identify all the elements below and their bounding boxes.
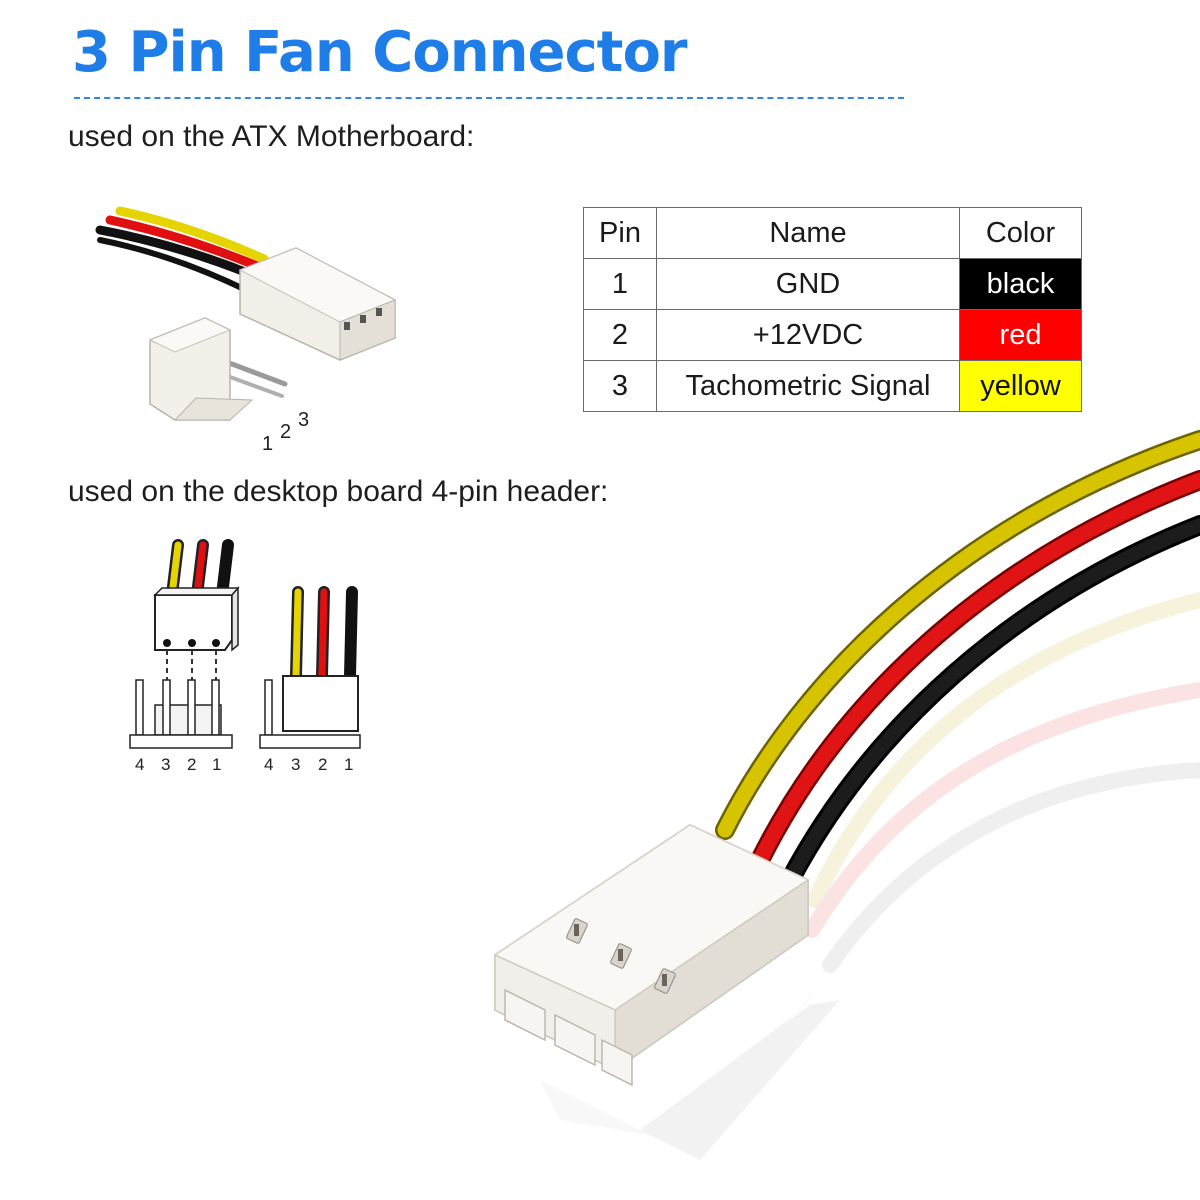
desktop-subheading: used on the desktop board 4-pin header: (68, 475, 609, 508)
atx-male-header (148, 317, 288, 421)
pinout-table: Pin Name Color 1 GND black 2 +12VDC red … (583, 207, 1082, 412)
header-name: Name (656, 207, 960, 259)
color-swatch-yellow: yellow (959, 360, 1082, 412)
header-left-label-1: 1 (212, 755, 221, 774)
pin-name-cell: Tachometric Signal (656, 360, 960, 412)
page-title: 3 Pin Fan Connector (72, 20, 688, 85)
atx-female-plug (238, 247, 397, 361)
connector-openings (504, 988, 633, 1087)
pin-number-cell: 3 (583, 360, 657, 412)
header-right-label-1: 1 (344, 755, 353, 774)
main-wires (715, 430, 1200, 890)
header-left-label-4: 4 (135, 755, 144, 774)
diagram-wires-right (290, 586, 358, 682)
header-right-label-3: 3 (291, 755, 300, 774)
header-pin: Pin (583, 207, 657, 259)
diagram-wires-left (166, 539, 234, 601)
header-left-label-2: 2 (187, 755, 196, 774)
header-right-label-4: 4 (264, 755, 273, 774)
table-row: 3 Tachometric Signal yellow (583, 360, 1082, 412)
header-right-label-2: 2 (318, 755, 327, 774)
connector-contacts (566, 918, 676, 994)
atx-pin-label-1: 1 (262, 433, 273, 455)
pin-number-cell: 2 (583, 309, 657, 361)
atx-subheading: used on the ATX Motherboard: (68, 120, 475, 153)
reflection-wires (804, 592, 1200, 973)
color-swatch-red: red (959, 309, 1082, 361)
pin-name-cell: GND (656, 258, 960, 310)
atx-connector-illustration: 1 2 3 (95, 206, 397, 455)
title-divider (74, 97, 904, 99)
color-swatch-black: black (959, 258, 1082, 310)
atx-pin-label-3: 3 (298, 409, 309, 431)
table-row: 1 GND black (583, 258, 1082, 310)
header-diagram-plug-seated: 4 3 2 1 (259, 586, 361, 774)
header-left-label-3: 3 (161, 755, 170, 774)
atx-pin-label-2: 2 (280, 421, 291, 443)
table-row: 2 +12VDC red (583, 309, 1082, 361)
table-header-row: Pin Name Color (583, 207, 1082, 259)
large-connector-photo (493, 430, 1200, 1160)
header-diagram-plug-above: 4 3 2 1 (129, 539, 240, 774)
pin-name-cell: +12VDC (656, 309, 960, 361)
alignment-dashes (166, 650, 217, 680)
